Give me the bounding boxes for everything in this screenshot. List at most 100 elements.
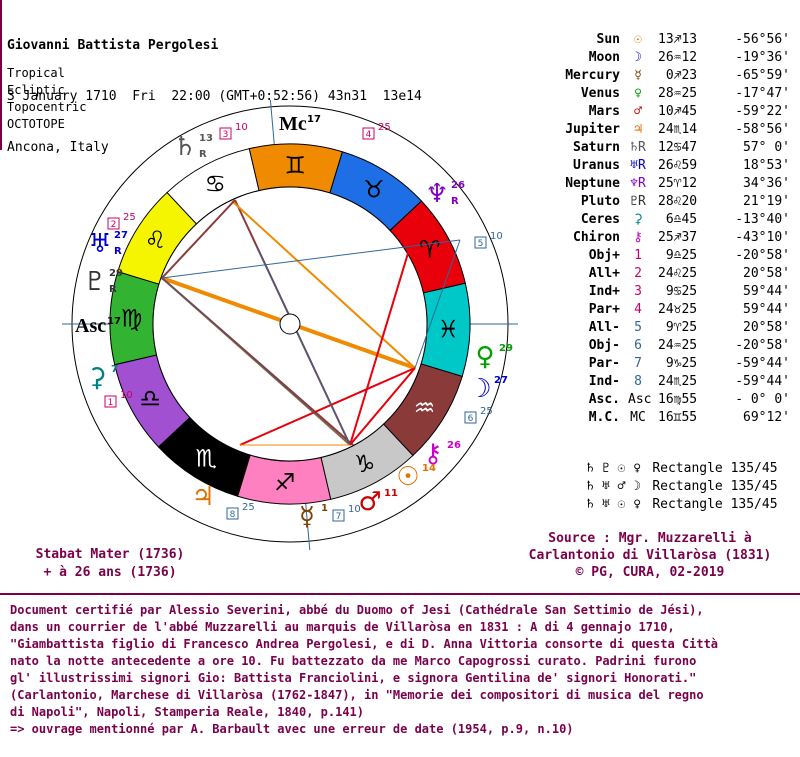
planet-glyph-icon: ♅ (88, 229, 111, 259)
house-box (362, 127, 375, 140)
house-box (226, 507, 239, 520)
subject-name: Giovanni Battista Pergolesi (7, 38, 219, 53)
body-glyph-icon: 3 (634, 284, 642, 299)
body-glyph-icon: 6 (634, 338, 642, 353)
aspect-row: ♄ ♅ ♂ ☽Rectangle 135/45 (555, 464, 777, 494)
zodiac-position: 16♍55 (658, 392, 698, 407)
body-glyph-icon: 8 (634, 374, 642, 389)
position-row: Asc. Asc 16♍55 - 0° 0' (530, 392, 792, 410)
body-glyph-icon: ♅R (630, 158, 646, 173)
document-line: dans un courrier de l'abbé Muzzarelli au… (10, 620, 675, 634)
latitude-value: -43°10' (735, 230, 790, 245)
house-number: 6 (468, 414, 474, 424)
zodiac-position: 9♋25 (658, 284, 698, 299)
planet-degree: 14 (422, 463, 436, 474)
house-degree: 25 (480, 406, 493, 417)
latitude-value: 21°19' (743, 194, 790, 209)
position-row: Sun☉13♐13-56°56' (530, 32, 792, 50)
body-glyph-icon: MC (630, 410, 646, 425)
body-glyph-icon: ♀ (634, 86, 642, 101)
aspect-label: Rectangle 135/45 (652, 479, 778, 494)
latitude-value: 59°44' (743, 302, 790, 317)
aspect-label: Rectangle 135/45 (652, 461, 778, 476)
aspect-line (256, 247, 351, 446)
planet-degree: 1 (321, 503, 328, 514)
body-glyph-icon: 7 (634, 356, 642, 371)
house-number: 4 (366, 130, 372, 140)
aspect-line (239, 367, 416, 446)
house-degree: 10 (235, 122, 248, 133)
document-line: Document certifié par Alessio Severini, … (10, 603, 704, 617)
zodiac-sign-icon: ♍ (121, 305, 143, 333)
body-glyph-icon: ⚳ (633, 212, 643, 227)
planet-degree: 29 (499, 343, 513, 354)
document-line: nato la notte antecedente a ore 10. Fu b… (10, 654, 697, 668)
center-circle (279, 313, 301, 335)
house-box (332, 509, 345, 522)
body-name: Venus (580, 86, 620, 101)
planet-glyph-icon: ♃ (191, 482, 214, 512)
house-number: 7 (336, 512, 342, 522)
house-degree: 25 (123, 212, 136, 223)
body-name: Pluto (580, 194, 620, 209)
body-name: Neptune (565, 176, 620, 191)
body-name: Par- (588, 356, 620, 371)
body-name: Chiron (573, 230, 620, 245)
house-box (464, 411, 477, 424)
house-box (104, 395, 117, 408)
zodiac-position: 6♎45 (658, 212, 698, 227)
body-glyph-icon: ♆R (630, 176, 646, 191)
aspect-row: ♄ ♅ ☉ ♀ Rectangle 135/45 (555, 482, 777, 512)
planet-degree: 27 (114, 230, 128, 241)
body-name: Uranus (573, 158, 620, 173)
body-name: All+ (588, 266, 620, 281)
latitude-value: 20°58' (743, 266, 790, 281)
aspect-glyphs: ♄ ♅ ☉ ♀ (586, 497, 642, 512)
body-name: Jupiter (565, 122, 620, 137)
aspect-line (161, 277, 351, 446)
latitude-value: 69°12' (743, 410, 790, 425)
zodiac-position: 24♌25 (658, 266, 698, 281)
zodiac-position: 12♋47 (658, 140, 698, 155)
body-glyph-icon: 2 (634, 266, 642, 281)
planet-glyph-icon: ♀ (475, 342, 494, 372)
body-name: Asc. (588, 392, 620, 407)
retrograde-marker: R (109, 284, 117, 295)
latitude-value: - 0° 0' (735, 392, 790, 407)
zodiac-sign-icon: ♊ (284, 152, 306, 180)
house-degree: 10 (120, 390, 133, 401)
aspect-line (161, 199, 236, 279)
zodiac-sign-icon: ♎ (139, 385, 161, 413)
zodiac-sign-icon: ♈ (419, 235, 441, 263)
coordinate-type: Ecliptic (7, 83, 65, 97)
latitude-value: 34°36' (743, 176, 790, 191)
zodiac-sign-icon: ♑ (354, 450, 376, 478)
body-glyph-icon: 4 (634, 302, 642, 317)
body-glyph-icon: ♄R (630, 140, 646, 155)
retrograde-marker: R (199, 149, 207, 160)
body-name: Sun (596, 32, 620, 47)
house-box (219, 127, 232, 140)
house-number: 5 (478, 239, 484, 249)
left-border (0, 0, 2, 150)
latitude-value: 20°58' (743, 320, 790, 335)
planet-glyph-icon: ☽ (468, 374, 491, 404)
planet-degree: 11 (384, 488, 398, 499)
latitude-value: -59°22' (735, 104, 790, 119)
position-row: All+ 2 24♌25 20°58' (530, 266, 792, 284)
position-row: Venus♀28♒25-17°47' (530, 86, 792, 104)
body-glyph-icon: Asc (628, 392, 652, 407)
house-degree: 10 (348, 504, 361, 515)
house-box (107, 217, 120, 230)
house-degree: 25 (242, 502, 255, 513)
document-line: (Carlantonio, Marchese di Villaròsa (176… (10, 688, 704, 702)
source-line: Source : Mgr. Muzzarelli à (548, 531, 752, 546)
zodiac-sign-icon: ♌ (145, 226, 167, 254)
body-name: Ind+ (588, 284, 620, 299)
body-name: All- (588, 320, 620, 335)
